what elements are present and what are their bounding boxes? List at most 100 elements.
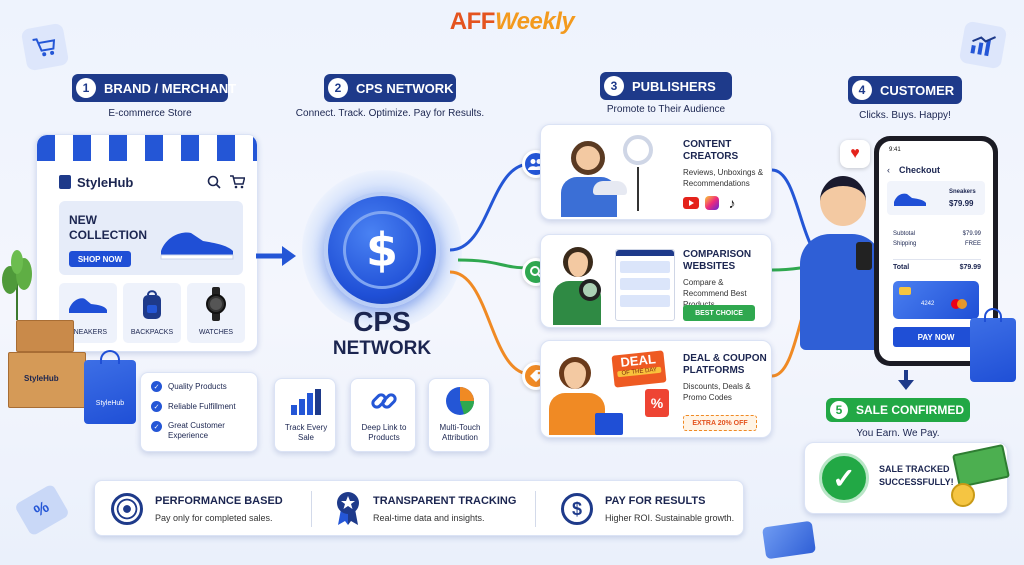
feature-deep-link: Deep Link to Products <box>350 378 416 452</box>
feature-track-every-sale: Track Every Sale <box>274 378 336 452</box>
card-digits: 4242 <box>921 301 935 307</box>
banner-text: NEW COLLECTION <box>69 213 147 242</box>
phone: 9:41 Checkout ‹ Sneakers $79.99 Subtotal… <box>874 136 998 366</box>
checkout-item-name: Sneakers <box>949 189 976 195</box>
sneakers-icon <box>69 298 107 313</box>
step-1-title: BRAND / MERCHANT <box>104 80 237 96</box>
deal-title: DEAL & COUPON PLATFORMS <box>683 353 767 376</box>
link-icon <box>371 393 397 409</box>
product-tile-backpacks[interactable]: BACKPACKS <box>123 283 181 343</box>
sneaker-thumb-icon <box>894 193 926 206</box>
shop-now-button[interactable]: SHOP NOW <box>69 251 131 267</box>
store-name: StyleHub <box>77 175 134 190</box>
box-label: StyleHub <box>24 374 59 383</box>
shipping-value: FREE <box>964 241 981 247</box>
arrow-to-network <box>254 244 298 273</box>
comparison-desc: Compare & Recommend Best Products <box>683 278 747 309</box>
shield-check-icon: ✓ <box>151 421 162 432</box>
subtotal-value: $79.99 <box>962 231 981 237</box>
publisher-deal-coupon[interactable]: DEAL OF THE DAY % DEAL & COUPON PLATFORM… <box>540 340 772 438</box>
deal-illustration: DEAL OF THE DAY % <box>547 345 677 437</box>
benefit-1-text: Quality Products <box>168 382 227 391</box>
bag-label: StyleHub <box>95 400 125 407</box>
step-2-subtitle: Connect. Track. Optimize. Pay for Result… <box>295 108 485 119</box>
publisher-content-creators[interactable]: CONTENT CREATORS Reviews, Unboxings & Re… <box>540 124 772 220</box>
total-row: Total$79.99 <box>893 259 981 271</box>
total-value: $79.99 <box>959 264 981 271</box>
step-3-subtitle: Promote to Their Audience <box>606 104 726 115</box>
customer-illustration <box>800 170 900 370</box>
store-cart-icon[interactable] <box>229 175 246 194</box>
coins-icon <box>951 483 975 507</box>
feature-3-label: Multi-Touch Attribution <box>439 423 481 442</box>
sale-tracked-message: SALE TRACKED SUCCESSFULLY! <box>879 464 954 487</box>
benefit-2-text: Reliable Fulfillment <box>168 402 236 411</box>
sale-confirmed-title: SALE CONFIRMED <box>856 403 964 417</box>
shield-check-icon: ✓ <box>151 381 162 392</box>
storefront-awning <box>37 135 257 161</box>
plant-decoration <box>0 250 34 320</box>
percent-tag-text: % <box>650 395 664 411</box>
target-icon <box>111 493 143 525</box>
benefit-3-text: Great Customer Experience <box>168 421 225 440</box>
cart-tile-icon <box>20 22 70 72</box>
tiktok-icon: ♪ <box>728 195 736 211</box>
step-4-title: CUSTOMER <box>880 82 955 98</box>
collection-banner: NEW COLLECTION SHOP NOW <box>59 201 243 275</box>
shopping-bag: StyleHub <box>84 350 136 424</box>
feature-2-label: Deep Link to Products <box>361 423 407 442</box>
checkout-item: Sneakers $79.99 <box>887 181 985 215</box>
publisher-comparison-websites[interactable]: COMPARISON WEBSITES Compare & Recommend … <box>540 234 772 328</box>
product-label-watches: WATCHES <box>198 329 234 336</box>
extra-off-text: EXTRA 20% OFF <box>692 419 748 427</box>
magnifying-glass <box>579 279 601 301</box>
extra-off-badge: EXTRA 20% OFF <box>683 415 757 431</box>
arrow-to-sale <box>896 370 916 397</box>
best-choice-badge: BEST CHOICE <box>683 305 755 321</box>
pie-chart-icon <box>446 387 474 415</box>
network-title-line1: CPS <box>353 306 411 337</box>
watch-icon <box>206 287 226 321</box>
step-2-number: 2 <box>328 78 348 98</box>
product-tile-watches[interactable]: WATCHES <box>187 283 245 343</box>
percent-tag: % <box>645 389 669 417</box>
feature-attribution: Multi-Touch Attribution <box>428 378 490 452</box>
cash-stack-icon <box>952 443 1010 489</box>
benefit-3: ✓ Great Customer Experience <box>151 421 248 441</box>
store-bag-icon <box>59 175 71 189</box>
deal-desc: Discounts, Deals & Promo Codes <box>683 382 751 402</box>
instagram-icon <box>705 196 719 210</box>
step-3-number: 3 <box>604 76 624 96</box>
subtotal-row: Subtotal$79.99 <box>893 231 981 237</box>
benefits-footer: PERFORMANCE BASED Pay only for completed… <box>94 480 744 536</box>
footer-2-title: TRANSPARENT TRACKING <box>373 495 517 507</box>
pay-now-button[interactable]: PAY NOW <box>893 327 979 347</box>
deal-sign: DEAL OF THE DAY <box>611 350 667 388</box>
benefit-2: ✓ Reliable Fulfillment <box>151 401 236 412</box>
payment-card: 4242 <box>893 281 979 319</box>
network-title-line2: NETWORK <box>332 338 432 359</box>
product-label-backpacks: BACKPACKS <box>130 329 174 336</box>
success-check-icon: ✓ <box>819 453 869 503</box>
product-label-sneakers: SNEAKERS <box>68 329 108 336</box>
store-search-icon[interactable] <box>207 175 221 194</box>
network-coin: $ <box>324 192 440 308</box>
benefit-1: ✓ Quality Products <box>151 381 227 392</box>
discount-tag-icon: % <box>13 483 71 537</box>
storefront: StyleHub NEW COLLECTION SHOP NOW SNEAKER… <box>36 134 258 352</box>
footer-1-title: PERFORMANCE BASED <box>155 495 283 507</box>
sneaker-image <box>157 221 237 266</box>
dollar-icon: $ <box>343 211 421 289</box>
customer-shopping-bag <box>970 308 1016 382</box>
bar-chart-icon <box>291 389 321 415</box>
medal-icon <box>335 491 361 530</box>
shipping-boxes: StyleHub <box>8 320 88 410</box>
comparison-illustration <box>549 241 675 325</box>
logo-part-1: AFF <box>449 8 496 35</box>
footer-3-title: PAY FOR RESULTS <box>605 495 706 507</box>
checkout-back-icon[interactable]: ‹ <box>887 165 890 175</box>
phone-time: 9:41 <box>889 147 901 153</box>
